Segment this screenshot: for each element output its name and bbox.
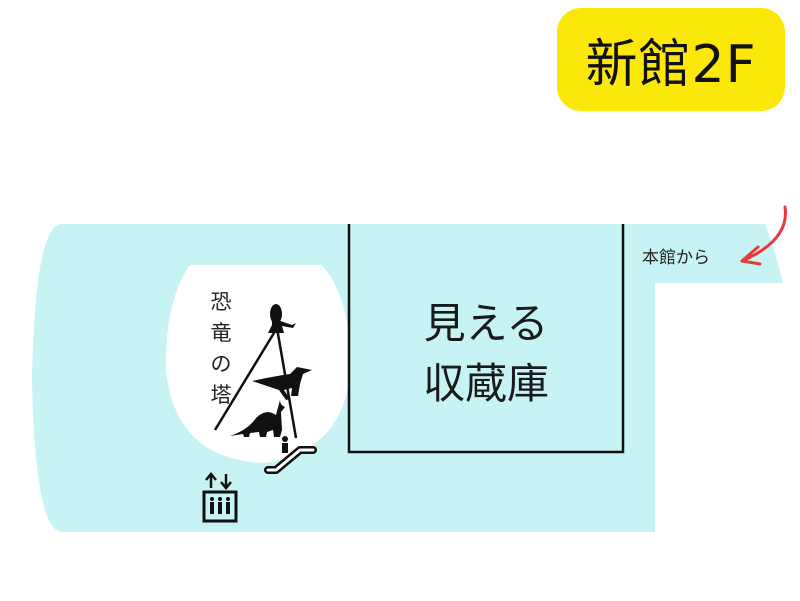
entrance-label: 本館から bbox=[642, 248, 710, 268]
storage-room-walls bbox=[347, 224, 625, 454]
escalator-icon bbox=[264, 436, 317, 474]
storage-label-line2: 収蔵庫 bbox=[422, 359, 549, 408]
entrance-arrow-icon bbox=[740, 205, 787, 266]
dinosaur-tower-label: 恐竜の塔 bbox=[210, 290, 232, 407]
elevator-icon bbox=[202, 472, 238, 523]
dinosaur-trex-icon bbox=[268, 304, 296, 333]
dinosaur-tower-area bbox=[165, 265, 351, 463]
floor-badge: 新館2F bbox=[557, 8, 785, 111]
dinosaur-brachiosaurus-icon bbox=[230, 400, 285, 437]
storage-label-line1: 見える bbox=[423, 299, 549, 348]
dinosaur-raptor-icon bbox=[252, 367, 312, 400]
storage-room-label: 見える 収蔵庫 bbox=[350, 294, 622, 414]
floor-badge-label: 新館2F bbox=[585, 35, 757, 95]
